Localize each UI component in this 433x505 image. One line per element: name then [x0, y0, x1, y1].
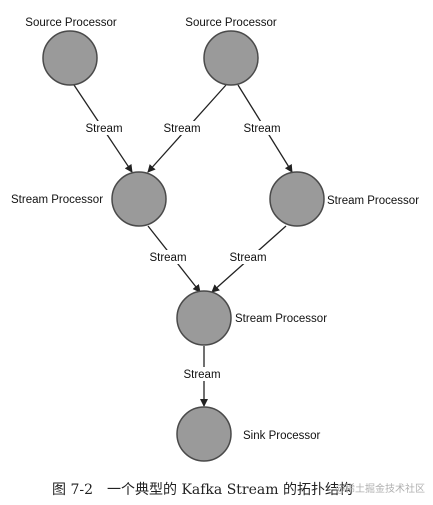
- edge-label-stream-left-center: Stream: [149, 252, 186, 264]
- edge-labels-group: Stream Stream Stream Stream Stream Strea…: [82, 121, 284, 381]
- sink-processor-node: [176, 406, 232, 462]
- stream-processor-node-left: [111, 171, 167, 227]
- figure-caption: 图 7-2 一个典型的 Kafka Stream 的拓扑结构: [52, 482, 353, 498]
- stream-processor-label-left: Stream Processor: [11, 194, 103, 206]
- source-processor-node-1: [42, 30, 98, 86]
- edge-label-center-sink: Stream: [183, 369, 220, 381]
- edge-label-stream-right-center: Stream: [229, 252, 266, 264]
- stream-processor-node-center: [176, 290, 232, 346]
- source-processor-label-1: Source Processor: [25, 17, 117, 29]
- nodes-group: [42, 30, 325, 462]
- stream-processor-label-right: Stream Processor: [327, 195, 419, 207]
- source-processor-label-2: Source Processor: [185, 17, 277, 29]
- source-processor-node-2: [203, 30, 259, 86]
- sink-processor-label: Sink Processor: [243, 430, 321, 442]
- edge-label-source1-stream-left: Stream: [85, 123, 122, 135]
- stream-processor-node-right: [269, 171, 325, 227]
- node-labels-group: Source Processor Source Processor Stream…: [11, 17, 419, 442]
- edge-label-source2-stream-right: Stream: [243, 123, 280, 135]
- stream-processor-label-center: Stream Processor: [235, 313, 327, 325]
- watermark-text: @稀土掘金技术社区: [335, 482, 425, 495]
- edge-label-source2-stream-left: Stream: [163, 123, 200, 135]
